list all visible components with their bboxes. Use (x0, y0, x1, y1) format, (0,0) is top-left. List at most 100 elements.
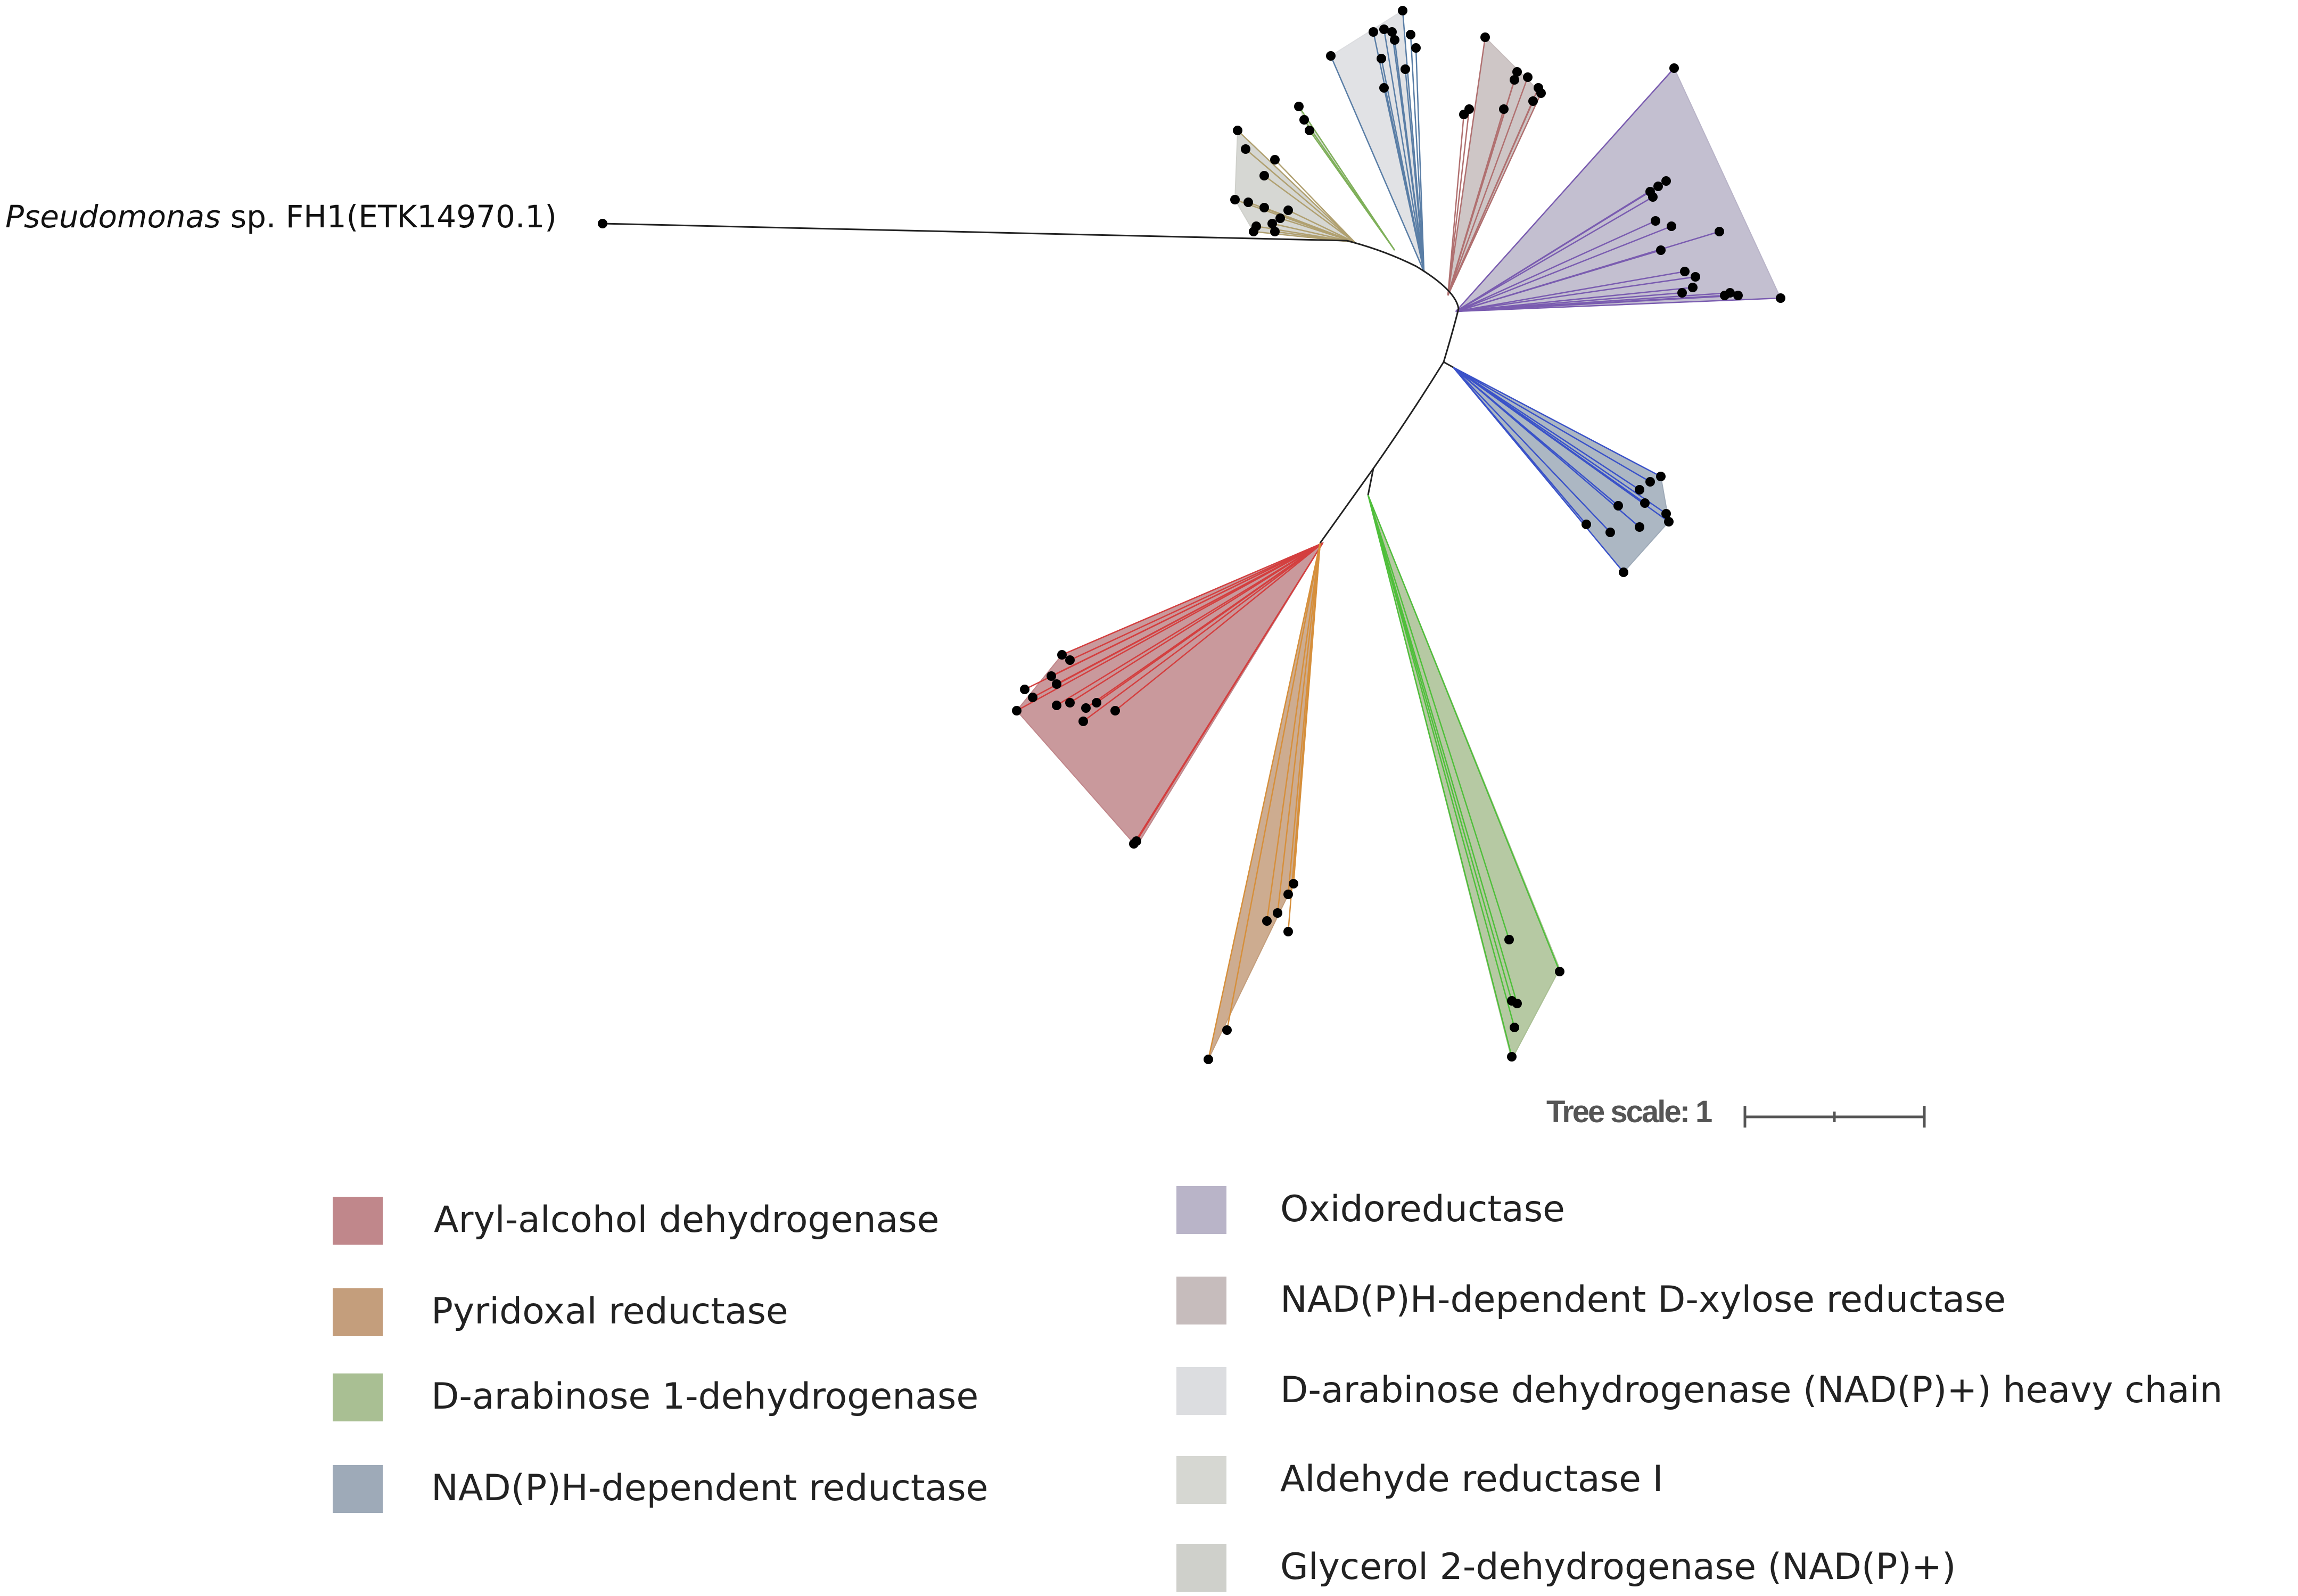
leaf-branch (1264, 207, 1355, 243)
leaf-dot (1299, 115, 1309, 125)
leaf-dot (1387, 27, 1397, 37)
clade-pyridoxal (1207, 542, 1321, 1060)
leaf-branch (1453, 366, 1669, 523)
leaf-dot (1065, 655, 1075, 665)
outgroup-genus: Pseudomonas (5, 199, 221, 235)
leaf-dot (1028, 693, 1037, 702)
leaf-dot (1523, 72, 1533, 82)
legend-swatch (333, 1373, 383, 1421)
leaf-dot (1512, 67, 1522, 77)
backbone-branch (1319, 240, 1460, 544)
leaf-branch (1367, 495, 1513, 1001)
leaf-dot (1078, 717, 1088, 726)
leaf-branch (1455, 68, 1675, 312)
legend-swatch (333, 1288, 383, 1336)
leaf-branch (1226, 542, 1321, 1031)
leaf-branch (1266, 542, 1321, 922)
leaf-dot (1204, 1055, 1213, 1064)
leaf-branch (1032, 542, 1323, 698)
leaf-branch (1410, 34, 1425, 272)
leaf-branch (1367, 495, 1561, 972)
leaf-branch (1455, 297, 1781, 312)
leaf-dot (1406, 30, 1415, 39)
leaf-dot (1680, 267, 1690, 276)
legend-label: Pyridoxal reductase (431, 1290, 788, 1332)
backbone-branch (1367, 468, 1374, 496)
legend-label: NAD(P)H-dependent reductase (431, 1467, 989, 1509)
leaf-branch (1061, 542, 1323, 656)
leaf-branch (1383, 29, 1425, 272)
leaf-branch (1367, 495, 1510, 940)
leaf-branch (1455, 191, 1651, 312)
leaf-dot (1294, 102, 1304, 111)
leaf-dot (1326, 51, 1336, 61)
leaf-dot (1390, 35, 1399, 45)
tree-scale-label: Tree scale: 1 (1546, 1095, 1712, 1129)
leaf-branch (1453, 366, 1661, 478)
outgroup-branch (602, 223, 1347, 242)
leaf-dot (1249, 227, 1258, 236)
legend-swatch (1176, 1544, 1226, 1592)
leaf-branch (1367, 495, 1518, 1004)
leaf-dot (1259, 203, 1269, 212)
leaf-dot (1259, 171, 1269, 180)
leaf-dot (1379, 24, 1389, 34)
clade-aryl (1016, 541, 1324, 848)
leaf-dot (1377, 54, 1386, 63)
leaf-branch (1455, 249, 1661, 312)
leaf-dot (1720, 291, 1729, 300)
leaf-branch (1367, 495, 1513, 1057)
leaf-branch (1288, 209, 1355, 243)
leaf-dot (1613, 501, 1623, 511)
outgroup-leaf-dot (598, 219, 607, 228)
leaf-dot (1499, 104, 1509, 114)
legend-label: Aryl-alcohol dehydrogenase (434, 1199, 940, 1241)
leaf-branch (1383, 87, 1425, 272)
leaf-branch (1276, 542, 1321, 914)
legend-swatch (1176, 1277, 1226, 1324)
leaf-dot (1283, 890, 1293, 899)
leaf-dot (1648, 192, 1658, 202)
leaf-dot (1262, 916, 1272, 926)
leaf-branch (1274, 159, 1355, 243)
legend-swatch (333, 1465, 383, 1513)
leaf-branch (1455, 294, 1739, 312)
leaf-dot (1656, 245, 1666, 255)
leaf-dot (1233, 126, 1242, 135)
leaf-dot (1504, 935, 1514, 944)
leaf-dot (1715, 227, 1724, 236)
leaf-dot (1020, 685, 1029, 694)
leaf-branch (1453, 367, 1640, 528)
leaf-dot (1092, 698, 1101, 707)
leaf-dot (1677, 288, 1687, 298)
leaf-dot (1230, 195, 1240, 204)
leaf-branch (1237, 130, 1355, 243)
leaf-dot (1132, 836, 1141, 846)
leaf-branch (1083, 542, 1323, 722)
leaf-dot (1635, 522, 1644, 532)
legend-label: Oxidoreductase (1280, 1188, 1565, 1230)
leaf-branch (1115, 542, 1323, 711)
leaf-dot (1619, 567, 1628, 577)
leaf-dot (1635, 485, 1644, 495)
leaf-dot (1379, 83, 1389, 93)
leaf-branch (1455, 270, 1685, 312)
leaf-branch (1069, 542, 1323, 661)
leaf-branch (1415, 47, 1425, 272)
leaf-branch (1056, 542, 1323, 706)
leaf-branch (1016, 542, 1323, 712)
leaf-branch (1453, 366, 1667, 515)
leaf-dot (1241, 144, 1250, 154)
leaf-dot (1605, 528, 1615, 537)
leaf-tips (598, 6, 1785, 1064)
leaf-dot (1057, 650, 1067, 660)
leaf-branch (1447, 93, 1542, 296)
leaf-dot (1052, 701, 1061, 710)
leaf-branch (1287, 542, 1321, 932)
leaf-branch (1455, 196, 1653, 312)
leaf-branch (1447, 77, 1529, 296)
leaf-dot (1243, 198, 1253, 207)
outgroup-label: Pseudomonas sp. FH1(ETK14970.1) (5, 201, 557, 232)
legend-label: D-arabinose dehydrogenase (NAD(P)+) heav… (1280, 1369, 2223, 1411)
